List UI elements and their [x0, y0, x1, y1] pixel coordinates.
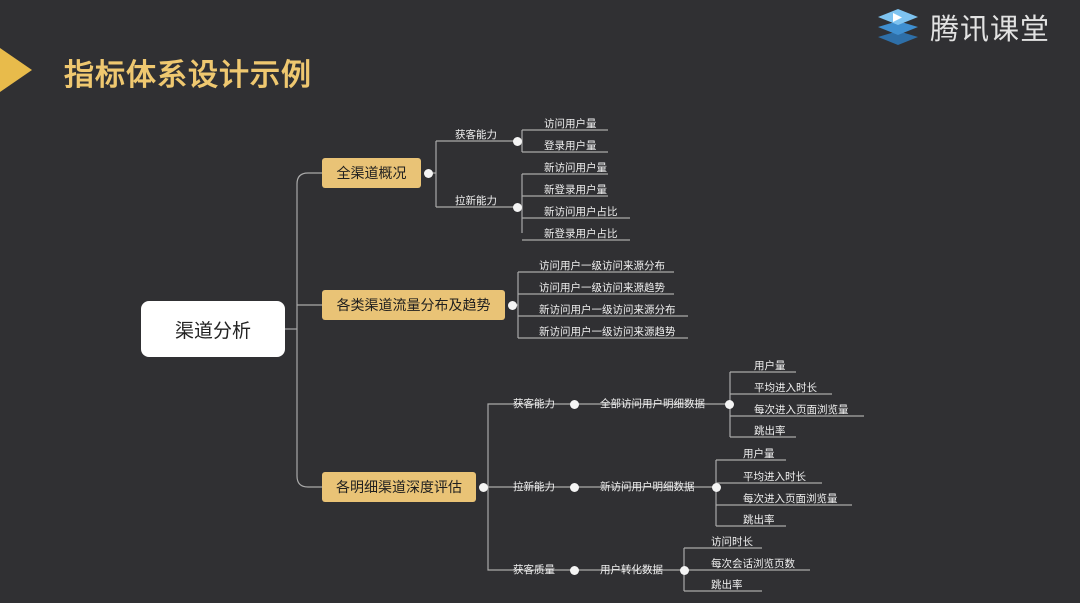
- node-dot: [569, 565, 579, 575]
- title-accent-triangle: [0, 48, 32, 92]
- category-node: 各类渠道流量分布及趋势: [322, 290, 505, 320]
- node-dot: [569, 482, 579, 492]
- node-dot: [512, 136, 522, 146]
- group-label: 获客能力: [513, 398, 555, 410]
- page-title: 指标体系设计示例: [64, 58, 312, 93]
- leaf-label: 访问时长: [711, 536, 753, 548]
- node-dot: [507, 300, 517, 310]
- group-label: 拉新能力: [455, 195, 497, 207]
- leaf-label: 平均进入时长: [743, 471, 806, 483]
- sub-group-label: 用户转化数据: [600, 564, 663, 576]
- leaf-label: 跳出率: [743, 514, 775, 526]
- category-node: 各明细渠道深度评估: [322, 472, 476, 502]
- leaf-label: 用户量: [754, 360, 786, 372]
- sub-group-label: 全部访问用户明细数据: [600, 398, 705, 410]
- leaf-label: 新访问用户一级访问来源分布: [539, 304, 676, 316]
- leaf-label: 每次进入页面浏览量: [754, 404, 849, 416]
- node-dot: [478, 482, 488, 492]
- group-label: 拉新能力: [513, 481, 555, 493]
- leaf-label: 跳出率: [711, 579, 743, 591]
- node-dot: [711, 482, 721, 492]
- leaf-label: 新访问用户量: [544, 162, 607, 174]
- tencent-classroom-logo-icon: [878, 9, 918, 45]
- leaf-label: 新访问用户占比: [544, 206, 618, 218]
- group-label: 获客质量: [513, 564, 555, 576]
- group-label: 获客能力: [455, 129, 497, 141]
- leaf-label: 访问用户一级访问来源分布: [539, 260, 665, 272]
- node-dot: [512, 202, 522, 212]
- leaf-label: 访问用户一级访问来源趋势: [539, 282, 665, 294]
- leaf-label: 登录用户量: [544, 140, 597, 152]
- leaf-label: 跳出率: [754, 425, 786, 437]
- leaf-label: 新登录用户占比: [544, 228, 618, 240]
- node-dot: [724, 399, 734, 409]
- root-node: 渠道分析: [141, 301, 285, 357]
- leaf-label: 新访问用户一级访问来源趋势: [539, 326, 676, 338]
- leaf-label: 每次进入页面浏览量: [743, 493, 838, 505]
- node-dot: [679, 565, 689, 575]
- leaf-label: 用户量: [743, 448, 775, 460]
- leaf-label: 访问用户量: [544, 118, 597, 130]
- brand-name: 腾讯课堂: [930, 12, 1051, 46]
- leaf-label: 每次会话浏览页数: [711, 558, 795, 570]
- brand-logo: 腾讯课堂: [874, 6, 1050, 48]
- leaf-label: 平均进入时长: [754, 382, 817, 394]
- node-dot: [423, 168, 433, 178]
- category-node: 全渠道概况: [322, 158, 421, 188]
- sub-group-label: 新访问用户明细数据: [600, 481, 695, 493]
- node-dot: [569, 399, 579, 409]
- leaf-label: 新登录用户量: [544, 184, 607, 196]
